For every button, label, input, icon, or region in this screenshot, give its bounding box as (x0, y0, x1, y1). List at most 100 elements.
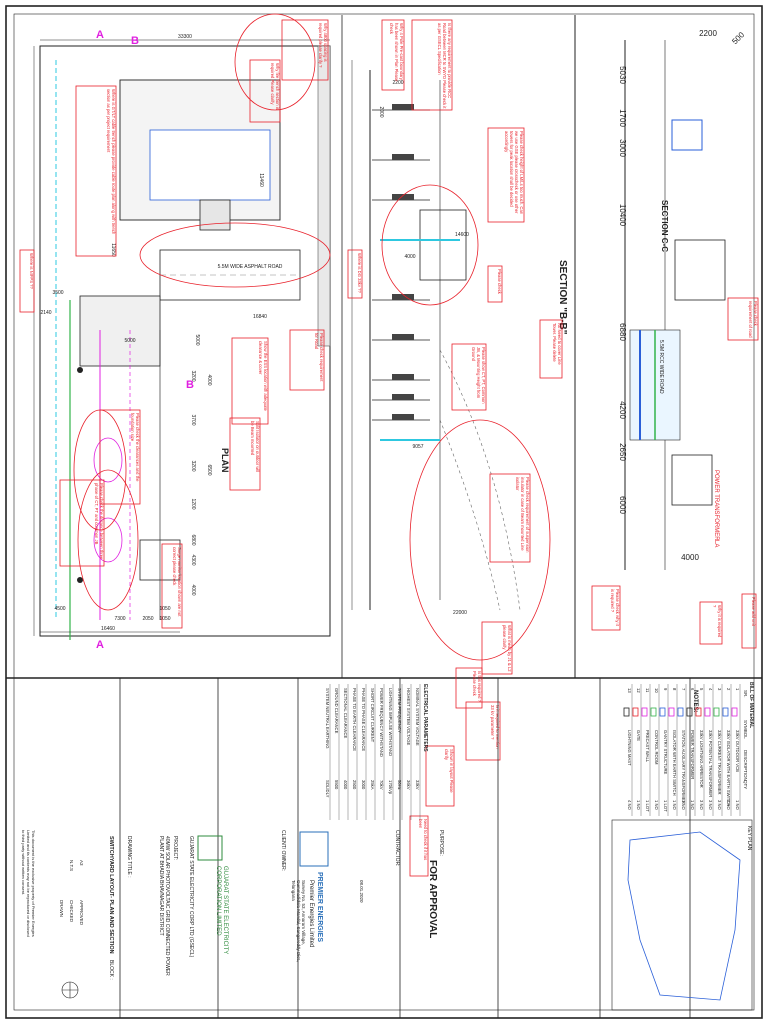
markup-box (289, 329, 325, 391)
dimension-label: 1050 (159, 606, 170, 612)
bom-cell: 9 (663, 688, 668, 691)
bom-cell: 1 NO (654, 800, 659, 811)
dimension-label: 1050 (159, 616, 170, 622)
bom-cell: 3 NO (717, 800, 722, 811)
bom-cell: 10 (654, 688, 659, 693)
dg-building (199, 199, 231, 231)
bom-cell: 1 (735, 688, 740, 691)
bom-cell: STATION AUXILIARY TRANSFORMER (681, 730, 686, 804)
markup-box (591, 585, 621, 631)
lightning-mast-symbol (77, 577, 83, 583)
parameter-name: SYSTEM FREQUENCY (397, 688, 402, 733)
approval-stamp: FOR APPROVAL (427, 860, 438, 938)
parameter-value: 3000 (361, 780, 366, 790)
bom-cell: 7 (681, 688, 686, 691)
markup-box (75, 85, 117, 257)
markup-box (99, 409, 141, 505)
outer-border (5, 5, 763, 1019)
bom-cell: 1 NO (681, 800, 686, 811)
bom-cell: 2 (726, 688, 731, 691)
parameter-name: NOMINAL SYSTEM VOLTAGE (415, 688, 420, 746)
markup-cloud (77, 469, 139, 611)
insulator-stack (392, 294, 414, 300)
road-label: 5.5M RCC WIDE ROAD (658, 340, 664, 394)
dimension-label: 3000 (618, 139, 627, 157)
review-comment: Need to check if it hasbeen (418, 819, 428, 860)
block-label: BLOCK : (108, 960, 114, 980)
section-title: SECTION C-C (660, 200, 669, 252)
bom-cell: 1 NO (672, 800, 677, 811)
review-comment: Is there any requirement to provide RCCR… (437, 23, 452, 109)
bom-cell: 13 (627, 688, 632, 693)
dimension-label: 2200 (392, 80, 403, 86)
boundary-wall-strip (317, 45, 331, 347)
markup-box (59, 479, 105, 567)
parameter-value: 36kV (406, 780, 411, 790)
insulator-stack (392, 374, 414, 380)
dimension-label: 14600 (455, 232, 469, 238)
bom-cell: 1 NO (690, 800, 695, 811)
markup-box (281, 19, 329, 81)
bom-symbol (623, 707, 630, 717)
parameter-name: PHASE TO EARTH CLEARANCE (352, 688, 357, 751)
date: 08.01.2020 (359, 880, 364, 903)
bom-symbol (713, 707, 720, 717)
bom-symbol (641, 707, 648, 717)
dimension-label: 6880 (618, 323, 627, 341)
review-comment: Please add unit (751, 597, 756, 627)
dimension-label: 2200 (699, 29, 717, 38)
insulator-stack (392, 394, 414, 400)
bom-cell: ISOLATOR WITH EARTH SWITCH (672, 730, 677, 796)
approved-by: APPROVED (79, 900, 84, 926)
bom-column-header: DESCRIPTION (743, 750, 748, 781)
parameter-value: 70kV (379, 780, 384, 790)
dimension-label: 2050 (142, 616, 153, 622)
review-markups: Why 4800 spacing isrequired please clari… (19, 13, 759, 877)
parameter-name: HIGHEST SYSTEM VOLTAGE (406, 688, 411, 745)
sheet-size: A3 (79, 860, 84, 866)
parameter-value: 5500 (334, 780, 339, 790)
bom-symbol (668, 707, 675, 717)
parameter-value: 33kV (415, 780, 420, 790)
catenary-wire (439, 349, 521, 611)
plan-title: PLAN (220, 448, 230, 473)
bom-cell: 3 NO (708, 800, 713, 811)
bom-cell: GANTRY STRUCTURE (663, 730, 668, 774)
review-comment: Please show CT, PT, CommonJB, & Mounting… (471, 347, 486, 404)
dimension-label: 3200 (190, 370, 196, 381)
markup-box (455, 667, 483, 709)
dimension-label: 22000 (453, 610, 467, 616)
parameter-value: 4000 (343, 780, 348, 790)
markup-box (465, 701, 501, 761)
power-transformer-label: POWER TRANSFORMER (713, 470, 719, 541)
dimension-label: 5030 (618, 66, 627, 84)
insulator-stack (392, 194, 414, 200)
drawn-by: DRAWN (59, 900, 64, 917)
transformer-bay (79, 295, 161, 367)
north-arrow-pointer (62, 982, 78, 998)
bom-cell: 33kV OUTDOOR VCB (735, 730, 740, 772)
dimension-label: 2140 (40, 310, 51, 316)
review-comment: Is it required to mention33 kV parameter… (490, 705, 500, 749)
insulator-stack (392, 334, 414, 340)
bom-cell: 1 NO (636, 800, 641, 811)
review-comment: Where is GT/LT cable trench please provi… (106, 89, 116, 235)
markup-box (249, 59, 281, 123)
contractor-name: Premier Energies Limited (308, 880, 314, 947)
markup-box (487, 265, 503, 303)
bom-cell: POWER TRANSFORMER (690, 730, 695, 779)
bom-cell: 1 NO (735, 800, 740, 811)
lightning-mast-symbol (77, 367, 83, 373)
parameter-name: PHASE TO PHASE CLEARANCE (361, 688, 366, 751)
dimension-label: 1200 (190, 498, 196, 509)
bom-symbol (659, 707, 666, 717)
bom-cell: LIGHTNING MAST (627, 730, 632, 766)
dimension-label: 500 (730, 30, 746, 46)
review-comment: Why 4 Pole Pre-cast boundaryhas been sho… (389, 23, 404, 82)
review-comment: Why fire trench section isrequired Pleas… (270, 63, 280, 110)
review-comment: Please check the clearances and thefound… (130, 413, 140, 482)
markup-box (451, 343, 487, 411)
